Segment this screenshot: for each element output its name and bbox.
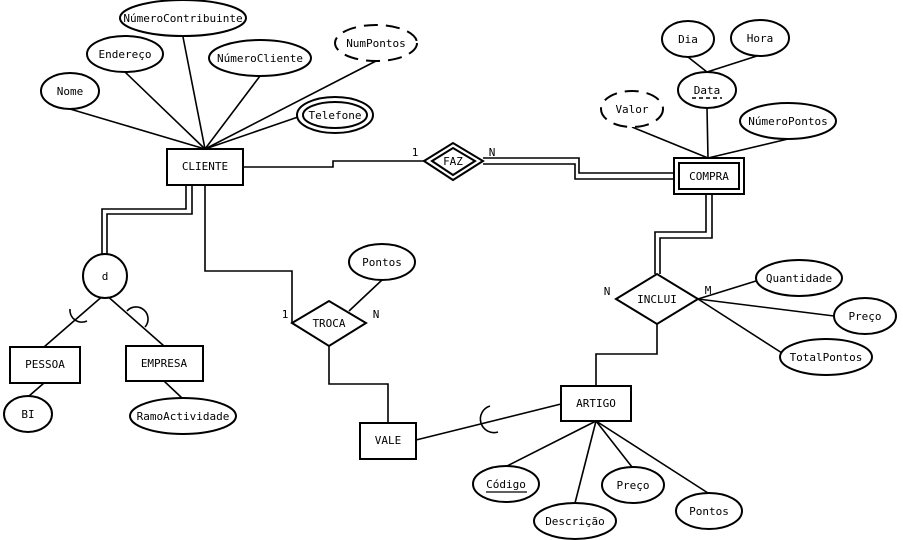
cardinality-troca-vale: N	[373, 308, 380, 321]
svg-text:Nome: Nome	[57, 85, 84, 98]
entity-vale: VALE	[359, 422, 417, 460]
subset-arc-pessoa	[69, 308, 88, 323]
attribute-telefone-multivalued: Telefone	[296, 96, 374, 134]
cardinality-inclui-artigo: M	[705, 284, 712, 297]
attribute-ramo-actividade: RamoActividade	[129, 397, 237, 435]
svg-text:ARTIGO: ARTIGO	[576, 397, 616, 410]
svg-text:Valor: Valor	[615, 103, 648, 116]
attribute-pontos-artigo: Pontos	[675, 492, 743, 530]
cardinality-faz-compra: N	[489, 146, 496, 159]
participation-arc-vale	[479, 405, 499, 434]
entity-empresa: EMPRESA	[125, 345, 204, 382]
svg-text:Preço: Preço	[848, 310, 881, 323]
svg-text:NúmeroContribuinte: NúmeroContribuinte	[123, 12, 242, 25]
attribute-preco-artigo: Preço	[601, 466, 665, 504]
attribute-preco-inclui: Preço	[833, 297, 897, 335]
svg-text:NúmeroCliente: NúmeroCliente	[217, 52, 303, 65]
svg-text:Telefone: Telefone	[309, 109, 362, 122]
svg-text:FAZ: FAZ	[443, 155, 463, 168]
svg-text:RamoActividade: RamoActividade	[137, 410, 230, 423]
entity-cliente: CLIENTE	[166, 148, 244, 186]
svg-text:Descrição: Descrição	[545, 515, 605, 528]
svg-text:TROCA: TROCA	[312, 317, 345, 330]
specialization-disjoint: d	[82, 253, 128, 299]
subset-arcs	[69, 306, 499, 434]
attribute-nome: Nome	[40, 72, 100, 110]
cardinality-faz-cliente: 1	[412, 146, 419, 159]
svg-text:Dia: Dia	[678, 33, 698, 46]
attribute-descricao: Descrição	[533, 502, 617, 540]
entity-pessoa: PESSOA	[9, 346, 81, 384]
attribute-valor-derived: Valor	[600, 90, 664, 128]
cardinality-troca-cliente: 1	[282, 308, 289, 321]
attribute-hora: Hora	[730, 19, 790, 57]
attribute-dia: Dia	[661, 20, 715, 58]
svg-text:CLIENTE: CLIENTE	[182, 160, 228, 173]
cardinality-inclui-compra: N	[604, 285, 611, 298]
svg-text:Preço: Preço	[616, 479, 649, 492]
relationship-inclui: INCLUI	[614, 272, 700, 326]
relationship-troca: TROCA	[290, 299, 368, 348]
svg-text:PESSOA: PESSOA	[25, 358, 65, 371]
attribute-quantidade: Quantidade	[755, 259, 843, 297]
entity-artigo: ARTIGO	[560, 385, 632, 422]
attribute-numero-pontos: NúmeroPontos	[739, 102, 837, 140]
attribute-total-pontos: TotalPontos	[779, 338, 873, 376]
attribute-numero-cliente: NúmeroCliente	[208, 39, 312, 77]
svg-text:NumPontos: NumPontos	[346, 37, 406, 50]
attribute-codigo-key: Código	[472, 465, 540, 503]
svg-text:TotalPontos: TotalPontos	[790, 351, 863, 364]
attribute-endereco: Endereço	[86, 35, 164, 73]
attribute-data-composite: Data	[677, 71, 737, 109]
subset-arc-empresa	[126, 306, 149, 328]
svg-text:NúmeroPontos: NúmeroPontos	[748, 115, 827, 128]
svg-text:VALE: VALE	[375, 434, 402, 447]
attribute-bi: BI	[3, 395, 53, 433]
svg-text:Pontos: Pontos	[689, 505, 729, 518]
svg-text:Hora: Hora	[747, 32, 774, 45]
svg-text:Código: Código	[486, 478, 526, 491]
svg-text:INCLUI: INCLUI	[637, 293, 677, 306]
svg-text:Pontos: Pontos	[362, 256, 402, 269]
attribute-pontos-troca: Pontos	[348, 243, 416, 281]
svg-text:EMPRESA: EMPRESA	[141, 357, 188, 370]
svg-text:d: d	[102, 270, 109, 283]
svg-text:BI: BI	[21, 408, 34, 421]
svg-text:Quantidade: Quantidade	[766, 272, 832, 285]
svg-text:COMPRA: COMPRA	[689, 170, 729, 183]
attribute-num-pontos-derived: NumPontos	[334, 24, 418, 62]
attribute-numero-contribuinte: NúmeroContribuinte	[119, 0, 247, 37]
svg-text:Endereço: Endereço	[99, 48, 152, 61]
svg-text:Data: Data	[694, 84, 721, 97]
identifying-relationship-faz: FAZ	[422, 141, 485, 182]
weak-entity-compra: COMPRA	[673, 157, 745, 195]
cardinality-labels: 1 N N M 1 N	[282, 146, 712, 321]
